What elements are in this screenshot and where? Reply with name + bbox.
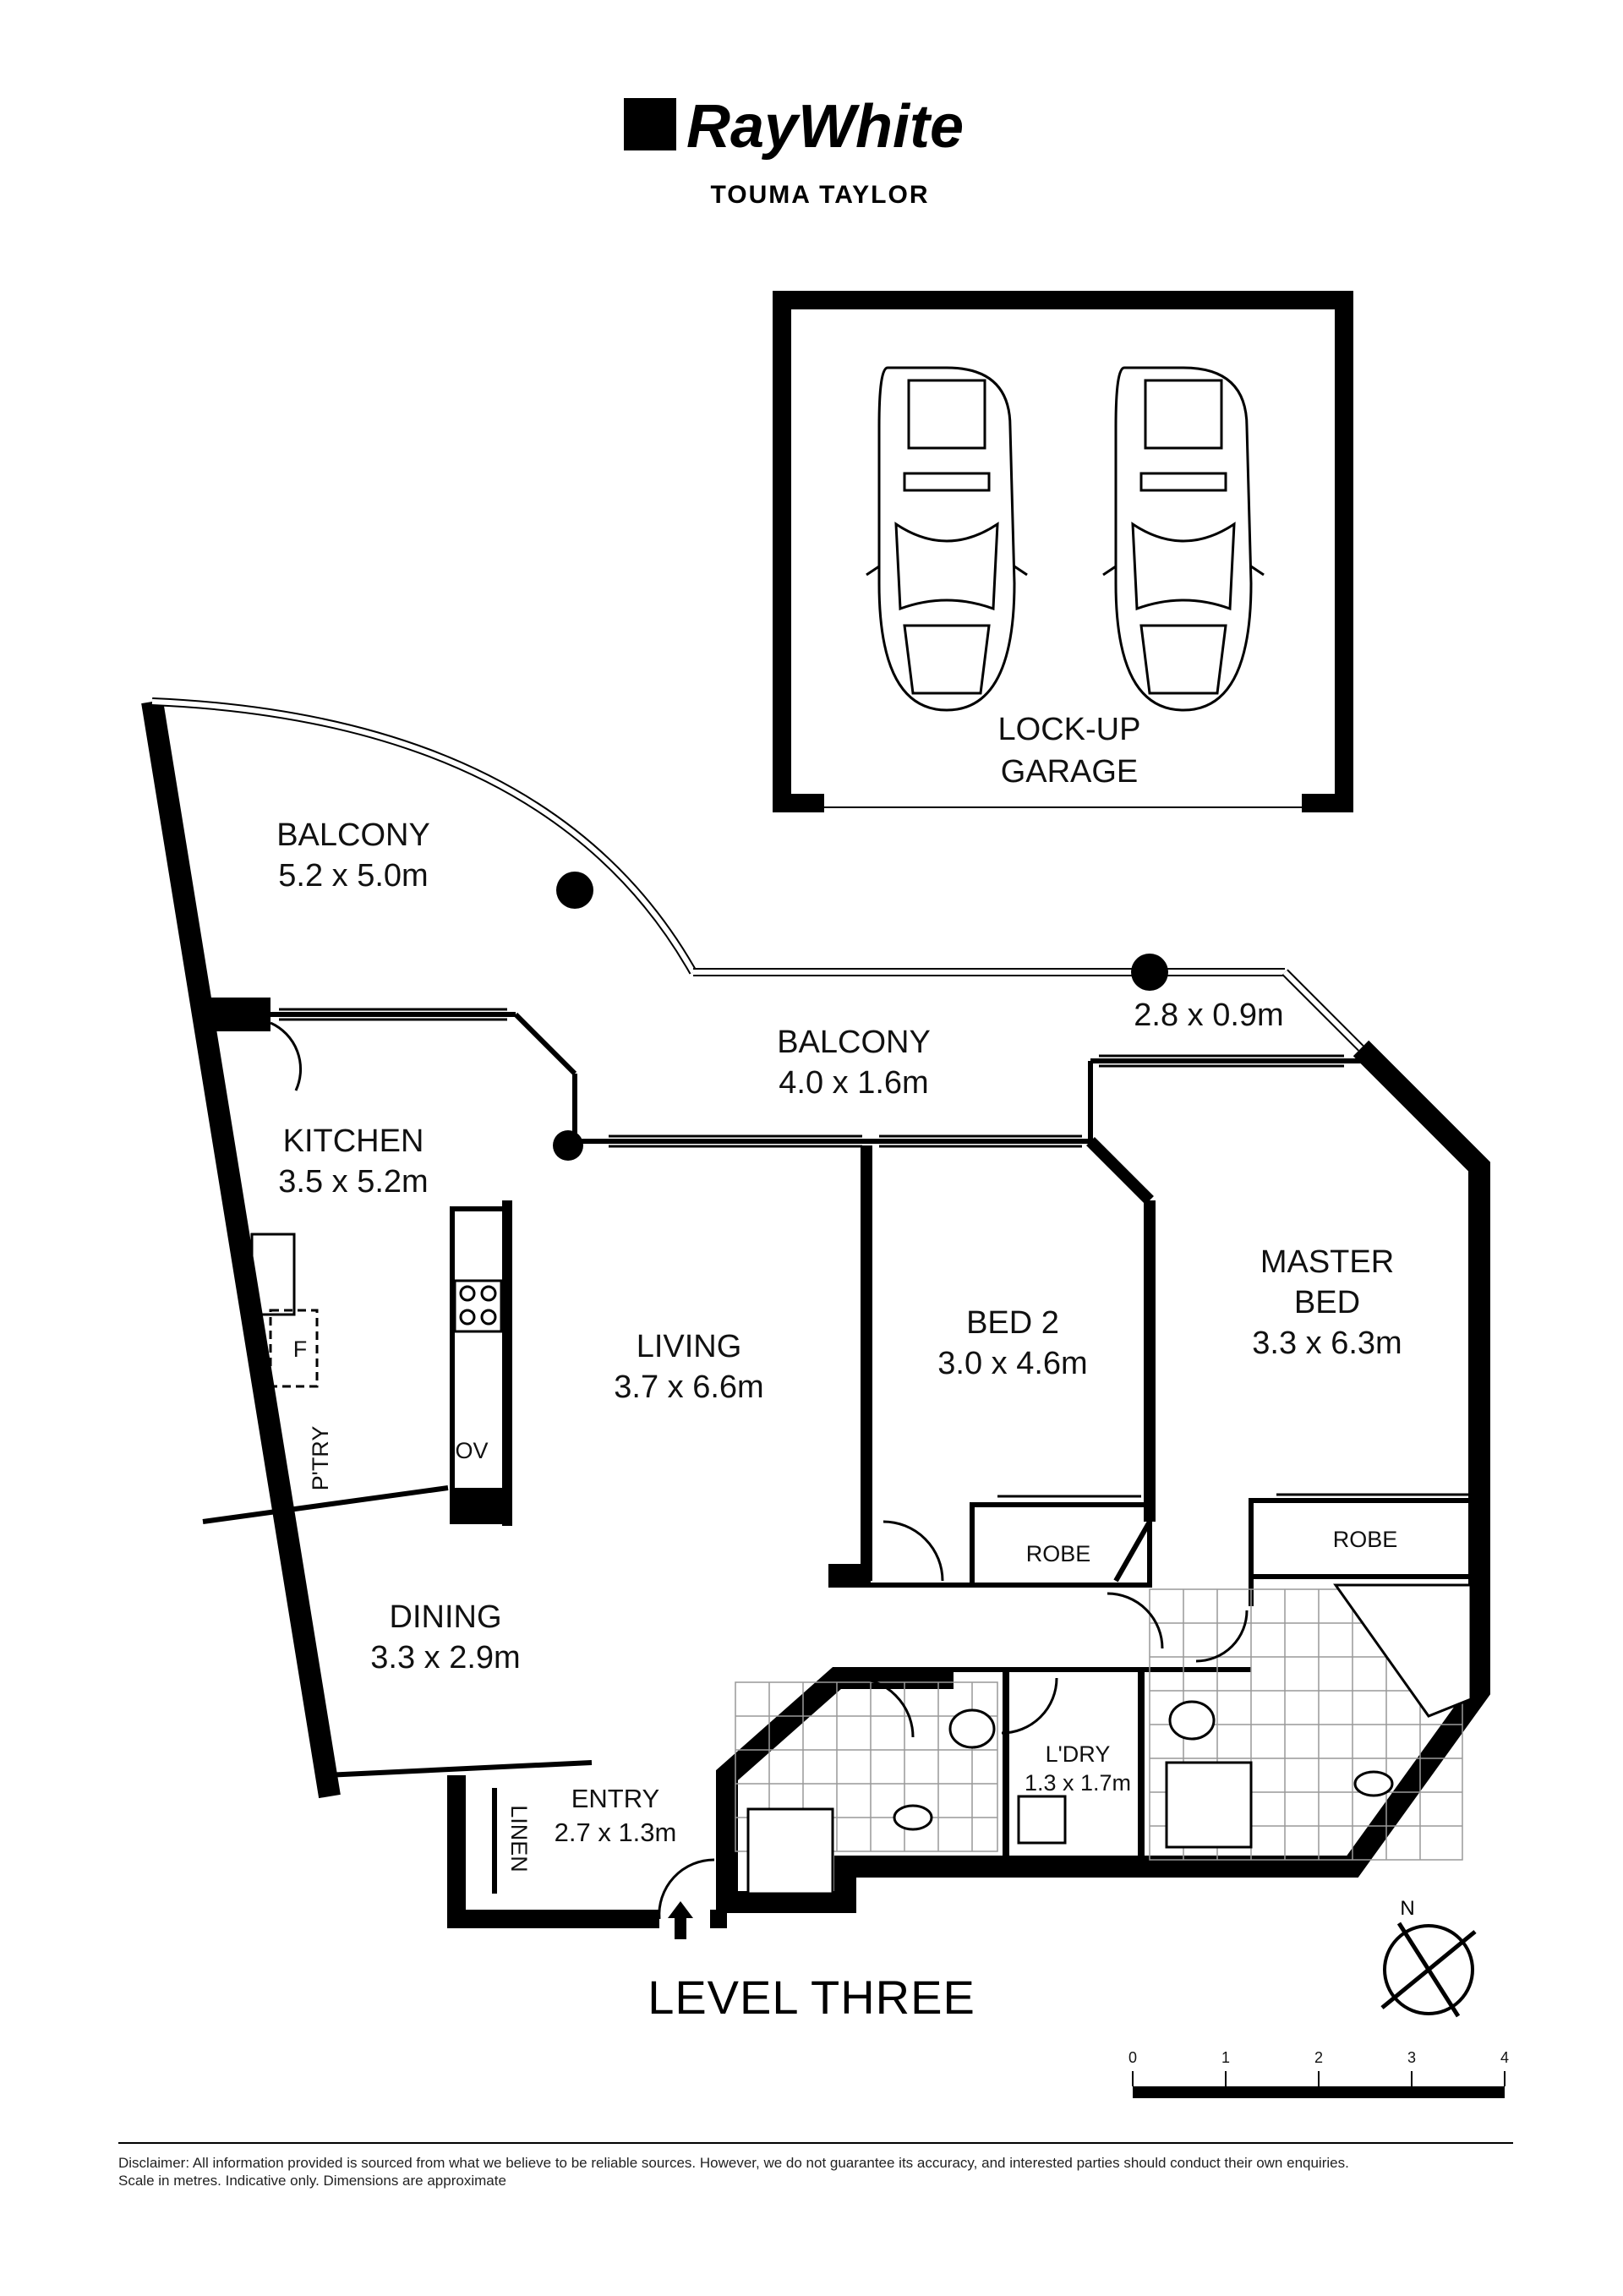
- laundry-tub-icon: [1017, 1795, 1067, 1845]
- shower-icon: [746, 1807, 834, 1895]
- toilet-icon: [1168, 1700, 1216, 1741]
- kitchen-size: 3.5 x 5.2m: [278, 1164, 428, 1200]
- scale-tick-3: 3: [1407, 2049, 1416, 2066]
- scale-tick-1: 1: [1221, 2049, 1230, 2066]
- balcony-small-size: 2.8 x 0.9m: [1134, 998, 1283, 1033]
- master-name-line1: MASTER: [1260, 1244, 1394, 1280]
- balcony-main-name: BALCONY: [276, 817, 430, 853]
- sink-icon: [250, 1233, 296, 1316]
- pantry-label: P'TRY: [308, 1426, 333, 1491]
- compass-north-label: N: [1400, 1897, 1414, 1920]
- master-name-line2: BED: [1294, 1285, 1360, 1320]
- bed2-size: 3.0 x 4.6m: [937, 1346, 1087, 1381]
- fridge-label: F: [293, 1337, 308, 1362]
- door-swings: [270, 1021, 1249, 1920]
- level-title: LEVEL THREE: [648, 1971, 975, 2024]
- balcony-mid-name: BALCONY: [777, 1025, 931, 1060]
- oven-label: OV: [455, 1438, 488, 1463]
- robe-bed2-label: ROBE: [1026, 1541, 1091, 1566]
- logo-wordmark: RayWhite: [686, 93, 964, 161]
- windows: [279, 1008, 1471, 1498]
- logo-office: TOUMA TAYLOR: [710, 181, 929, 209]
- kitchen-name: KITCHEN: [283, 1123, 424, 1159]
- dining-name: DINING: [390, 1599, 502, 1635]
- bath-icon: [1333, 1583, 1473, 1718]
- toilet-icon: [948, 1708, 996, 1749]
- logo-mark: [624, 98, 676, 150]
- entry-arrow-icon: [668, 1901, 693, 1939]
- shower-icon: [1165, 1761, 1253, 1849]
- garage: LOCK-UP GARAGE: [773, 291, 1353, 812]
- fridge-outline: [269, 1309, 319, 1388]
- basin-icon: [1353, 1770, 1394, 1797]
- bathroom-tiles: [735, 1588, 1463, 1861]
- garage-label-line1: LOCK-UP: [998, 712, 1141, 747]
- living-name: LIVING: [637, 1329, 742, 1364]
- apartment-walls: [141, 697, 1490, 1928]
- car-icon: [866, 366, 1028, 712]
- entry-size: 2.7 x 1.3m: [555, 1818, 677, 1847]
- kitchen-fixtures: F OV: [250, 1233, 503, 1463]
- cooktop-icon: [453, 1279, 503, 1333]
- linen-label: LINEN: [506, 1805, 532, 1872]
- disclaimer: Disclaimer: All information provided is …: [118, 2154, 1513, 2189]
- bathroom-fixtures: [746, 1583, 1473, 1895]
- compass-icon: N: [1380, 1897, 1477, 2018]
- living-size: 3.7 x 6.6m: [614, 1369, 763, 1405]
- balcony-main-size: 5.2 x 5.0m: [278, 858, 428, 894]
- master-size: 3.3 x 6.3m: [1252, 1326, 1402, 1361]
- scale-tick-2: 2: [1314, 2049, 1323, 2066]
- disclaimer-line-1: Disclaimer: All information provided is …: [118, 2155, 1349, 2171]
- robe-master-label: ROBE: [1333, 1527, 1398, 1552]
- basin-icon: [893, 1804, 933, 1831]
- car-icon: [1102, 366, 1265, 712]
- garage-label-line2: GARAGE: [1001, 754, 1139, 790]
- balcony-mid-size: 4.0 x 1.6m: [779, 1065, 928, 1101]
- brand-logo: RayWhite TOUMA TAYLOR: [617, 93, 1023, 228]
- bed2-name: BED 2: [966, 1305, 1059, 1341]
- laundry-size: 1.3 x 1.7m: [1025, 1770, 1131, 1796]
- disclaimer-line-2: Scale in metres. Indicative only. Dimens…: [118, 2173, 506, 2189]
- entry-name: ENTRY: [571, 1784, 660, 1813]
- disclaimer-divider: [118, 2142, 1513, 2144]
- scale-tick-4: 4: [1500, 2049, 1509, 2066]
- dining-size: 3.3 x 2.9m: [370, 1640, 520, 1676]
- scale-tick-0: 0: [1128, 2049, 1137, 2066]
- scale-bar: 0 1 2 3 4: [1128, 2049, 1509, 2098]
- laundry-name: L'DRY: [1046, 1741, 1111, 1767]
